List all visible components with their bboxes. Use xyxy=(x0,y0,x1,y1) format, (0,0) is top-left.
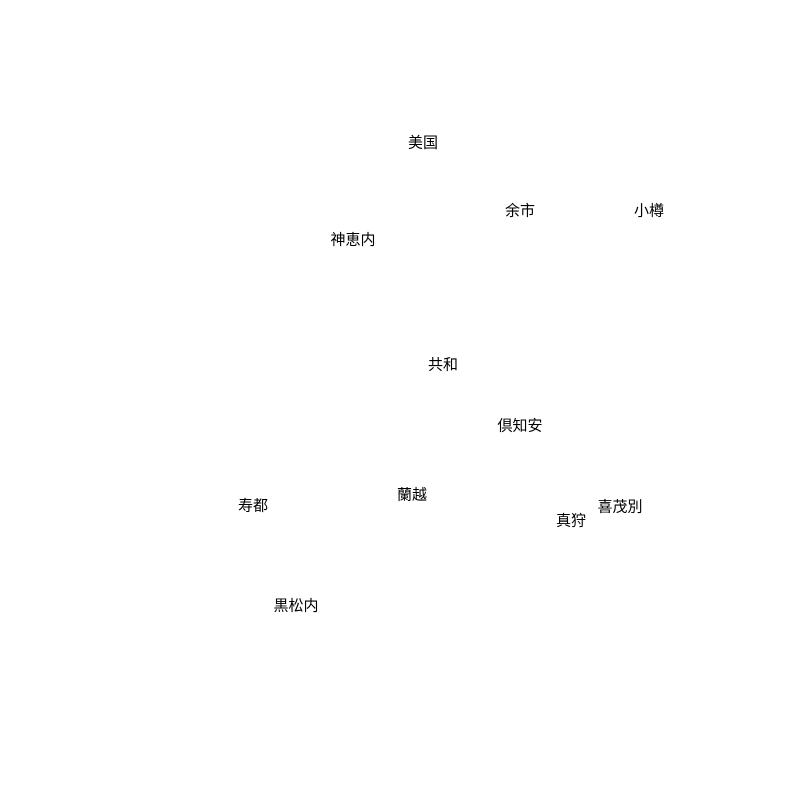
place-label-otaru: 小樽 xyxy=(633,201,665,220)
place-label-rankoshi: 蘭越 xyxy=(396,485,428,504)
place-label-kuromatsunai: 黒松内 xyxy=(273,596,319,615)
place-label-kyowa: 共和 xyxy=(427,355,459,374)
place-label-yoichi: 余市 xyxy=(504,201,536,220)
place-label-kamoenai: 神恵内 xyxy=(330,230,376,249)
place-label-bikuni: 美国 xyxy=(407,133,439,152)
place-label-kutchan: 倶知安 xyxy=(497,416,543,435)
place-label-suttsu: 寿都 xyxy=(237,496,269,515)
place-label-kimobetsu: 喜茂別 xyxy=(597,497,643,516)
place-label-makkari: 真狩 xyxy=(555,511,587,530)
